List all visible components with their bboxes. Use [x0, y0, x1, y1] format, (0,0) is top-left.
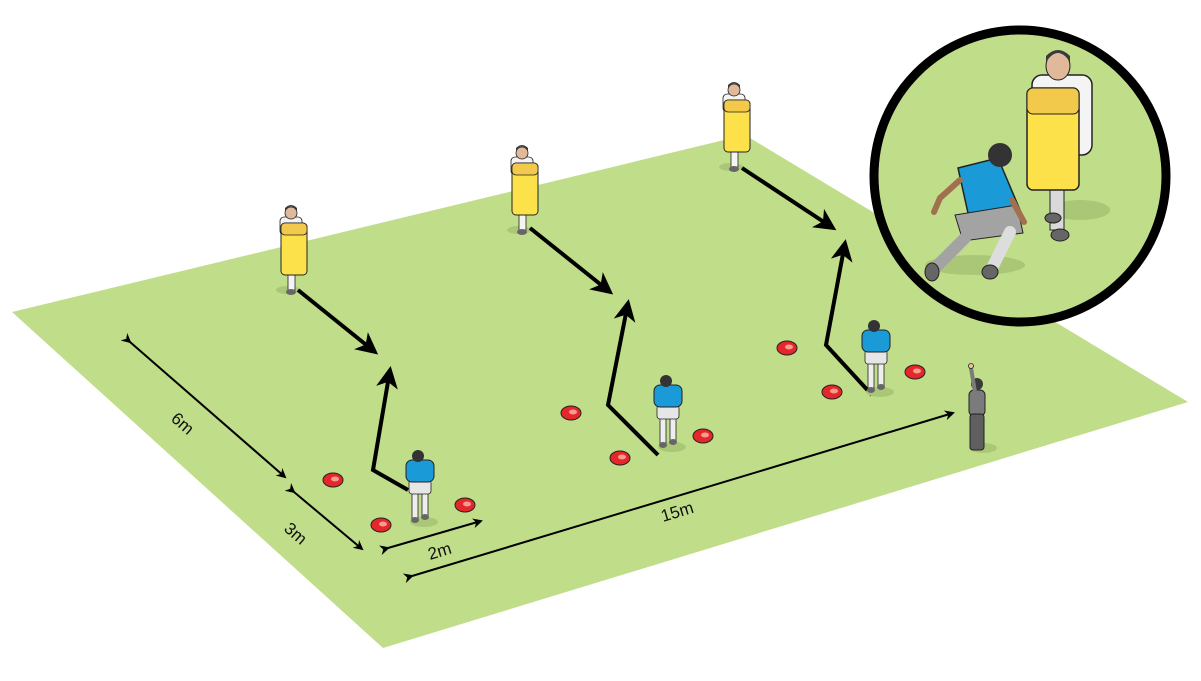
attacker [405, 450, 438, 527]
tackle-bag-holder [719, 82, 751, 172]
inset-bag-holder [1026, 50, 1110, 242]
tackle-bag [511, 162, 539, 216]
tackle-bag [723, 99, 751, 153]
station-2 [507, 145, 714, 466]
coach [968, 363, 997, 453]
defender-run-arrow [296, 288, 379, 355]
attacker-run-arrow [370, 366, 409, 492]
tackle-bag-holder [507, 145, 539, 235]
cone [776, 340, 798, 356]
cone [821, 384, 843, 400]
cone [609, 450, 631, 466]
attacker-run-arrow [605, 299, 660, 457]
tackle-bag-holder [276, 205, 308, 295]
attacker [861, 320, 894, 397]
cone [692, 428, 714, 444]
cone [904, 364, 926, 380]
cone [370, 517, 392, 533]
cone [454, 497, 476, 513]
inset-attacker [924, 143, 1027, 282]
cone [560, 405, 582, 421]
tackle-bag [280, 222, 308, 276]
defender-run-arrow [528, 226, 614, 295]
attacker-run-arrow [823, 239, 874, 397]
station-3 [719, 82, 926, 400]
cone [322, 472, 344, 488]
inset-closeup [869, 25, 1171, 327]
station-1 [276, 205, 476, 533]
defender-run-arrow [740, 166, 837, 231]
attacker [653, 375, 686, 452]
